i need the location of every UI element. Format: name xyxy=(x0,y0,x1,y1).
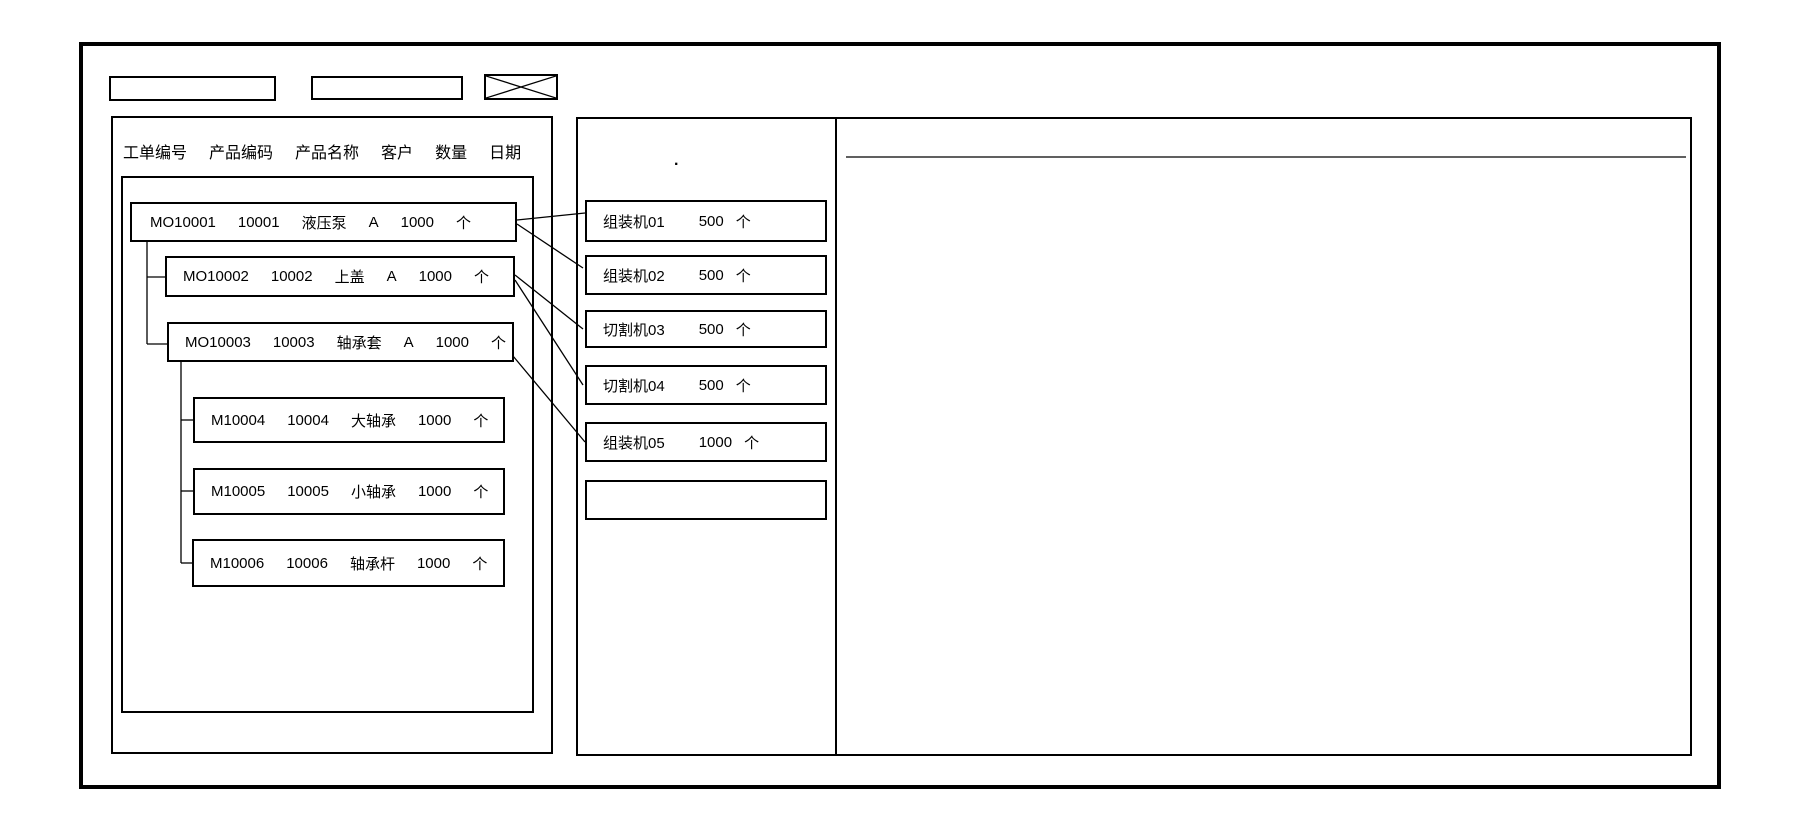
work-order-column-header: 工单编号 产品编码 产品名称 客户 数量 日期 xyxy=(123,140,521,162)
machine-unit: 个 xyxy=(735,377,751,395)
machine-qty: 500 xyxy=(698,320,724,338)
customer: A xyxy=(386,268,397,285)
qty: 1000 xyxy=(416,554,451,572)
machine-qty: 500 xyxy=(698,376,724,394)
machine-item[interactable]: 切割机03 500 个 xyxy=(585,310,827,348)
unit: 个 xyxy=(473,412,489,430)
qty: 1000 xyxy=(418,268,452,285)
order-no: M10004 xyxy=(211,411,266,429)
product-code: 10004 xyxy=(287,411,329,429)
machine-unit: 个 xyxy=(744,434,760,452)
product-name: 大轴承 xyxy=(350,412,396,430)
machine-item[interactable]: 组装机05 1000 个 xyxy=(585,422,827,462)
machine-name: 组装机05 xyxy=(603,434,665,452)
machine-item[interactable]: 切割机04 500 个 xyxy=(585,365,827,405)
order-no: M10005 xyxy=(211,483,266,500)
machine-name: 切割机04 xyxy=(603,377,665,395)
toolbar-input-1[interactable] xyxy=(109,76,276,101)
unit: 个 xyxy=(473,484,489,501)
detail-panel xyxy=(835,117,1692,756)
work-order-node[interactable]: M10004 10004 大轴承 1000 个 xyxy=(193,397,505,443)
product-code: 10001 xyxy=(237,213,280,231)
column-product-name: 产品名称 xyxy=(295,145,360,162)
unit: 个 xyxy=(456,214,472,232)
product-name: 轴承杆 xyxy=(349,555,395,573)
machine-unit: 个 xyxy=(735,213,751,231)
column-customer: 客户 xyxy=(381,145,414,162)
column-order-no: 工单编号 xyxy=(123,145,188,162)
unit: 个 xyxy=(491,334,507,352)
qty: 1000 xyxy=(400,213,434,231)
customer: A xyxy=(403,333,414,351)
column-product-code: 产品编码 xyxy=(209,145,274,162)
product-code: 10002 xyxy=(270,268,313,285)
machine-empty-slot[interactable] xyxy=(585,480,827,520)
close-icon[interactable] xyxy=(484,74,558,100)
unit: 个 xyxy=(472,555,488,573)
qty: 1000 xyxy=(417,483,452,500)
column-qty: 数量 xyxy=(435,145,468,162)
product-name: 轴承套 xyxy=(336,334,382,352)
order-no: MO10001 xyxy=(150,213,216,231)
machine-name: 组装机02 xyxy=(603,267,665,285)
product-code: 10006 xyxy=(286,554,328,572)
x-cross-glyph xyxy=(486,76,556,98)
machine-name: 切割机03 xyxy=(603,321,665,339)
machine-qty: 500 xyxy=(698,266,724,284)
product-name: 小轴承 xyxy=(350,484,396,501)
column-date: 日期 xyxy=(489,145,522,162)
order-no: MO10003 xyxy=(185,333,251,351)
work-order-node[interactable]: MO10003 10003 轴承套 A 1000 个 xyxy=(167,322,514,362)
order-no: M10006 xyxy=(210,554,265,572)
work-order-node[interactable]: MO10001 10001 液压泵 A 1000 个 xyxy=(130,202,517,242)
work-order-node[interactable]: MO10002 10002 上盖 A 1000 个 xyxy=(165,256,515,297)
machine-qty: 500 xyxy=(698,212,724,230)
unit: 个 xyxy=(474,269,490,286)
qty: 1000 xyxy=(417,411,452,429)
machine-name: 组装机01 xyxy=(603,213,665,231)
product-code: 10003 xyxy=(272,333,315,351)
machine-unit: 个 xyxy=(735,321,751,339)
customer: A xyxy=(368,213,379,231)
machine-item[interactable]: 组装机02 500 个 xyxy=(585,255,827,295)
order-no: MO10002 xyxy=(183,268,249,285)
work-order-node[interactable]: M10005 10005 小轴承 1000 个 xyxy=(193,468,505,515)
product-name: 上盖 xyxy=(334,269,365,286)
work-order-node[interactable]: M10006 10006 轴承杆 1000 个 xyxy=(192,539,505,587)
machine-unit: 个 xyxy=(735,267,751,285)
toolbar-input-2[interactable] xyxy=(311,76,463,100)
machine-item[interactable]: 组装机01 500 个 xyxy=(585,200,827,242)
qty: 1000 xyxy=(435,333,469,351)
machine-qty: 1000 xyxy=(698,433,733,451)
product-name: 液压泵 xyxy=(301,214,347,232)
stray-dot: . xyxy=(674,152,679,169)
product-code: 10005 xyxy=(287,483,329,500)
